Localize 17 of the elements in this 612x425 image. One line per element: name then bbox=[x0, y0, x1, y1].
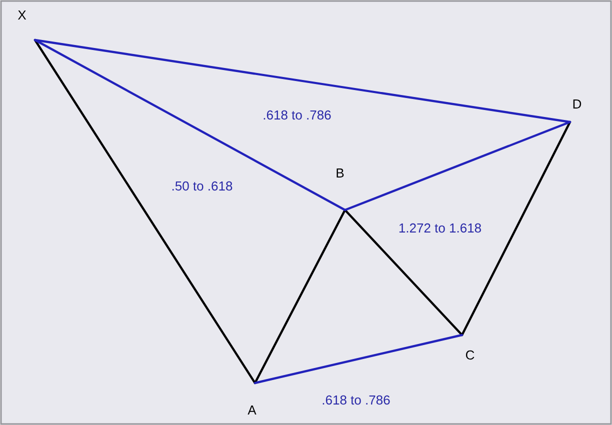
ratio-label: 1.272 to 1.618 bbox=[399, 223, 481, 233]
ratio-label: .50 to .618 bbox=[172, 181, 232, 191]
point-label: D bbox=[573, 100, 582, 108]
line bbox=[254, 208, 346, 384]
line bbox=[344, 120, 572, 212]
line bbox=[344, 208, 464, 336]
ratio-label: .618 to .786 bbox=[264, 110, 331, 120]
point-label: C bbox=[466, 350, 474, 360]
line bbox=[460, 120, 572, 336]
point-label: A bbox=[248, 406, 256, 414]
ratio-label: .618 to .786 bbox=[322, 395, 390, 405]
line bbox=[34, 38, 572, 124]
line bbox=[254, 334, 464, 384]
point-label: X bbox=[18, 10, 26, 20]
line bbox=[34, 38, 256, 384]
line bbox=[34, 38, 346, 212]
point-label: B bbox=[336, 168, 344, 178]
